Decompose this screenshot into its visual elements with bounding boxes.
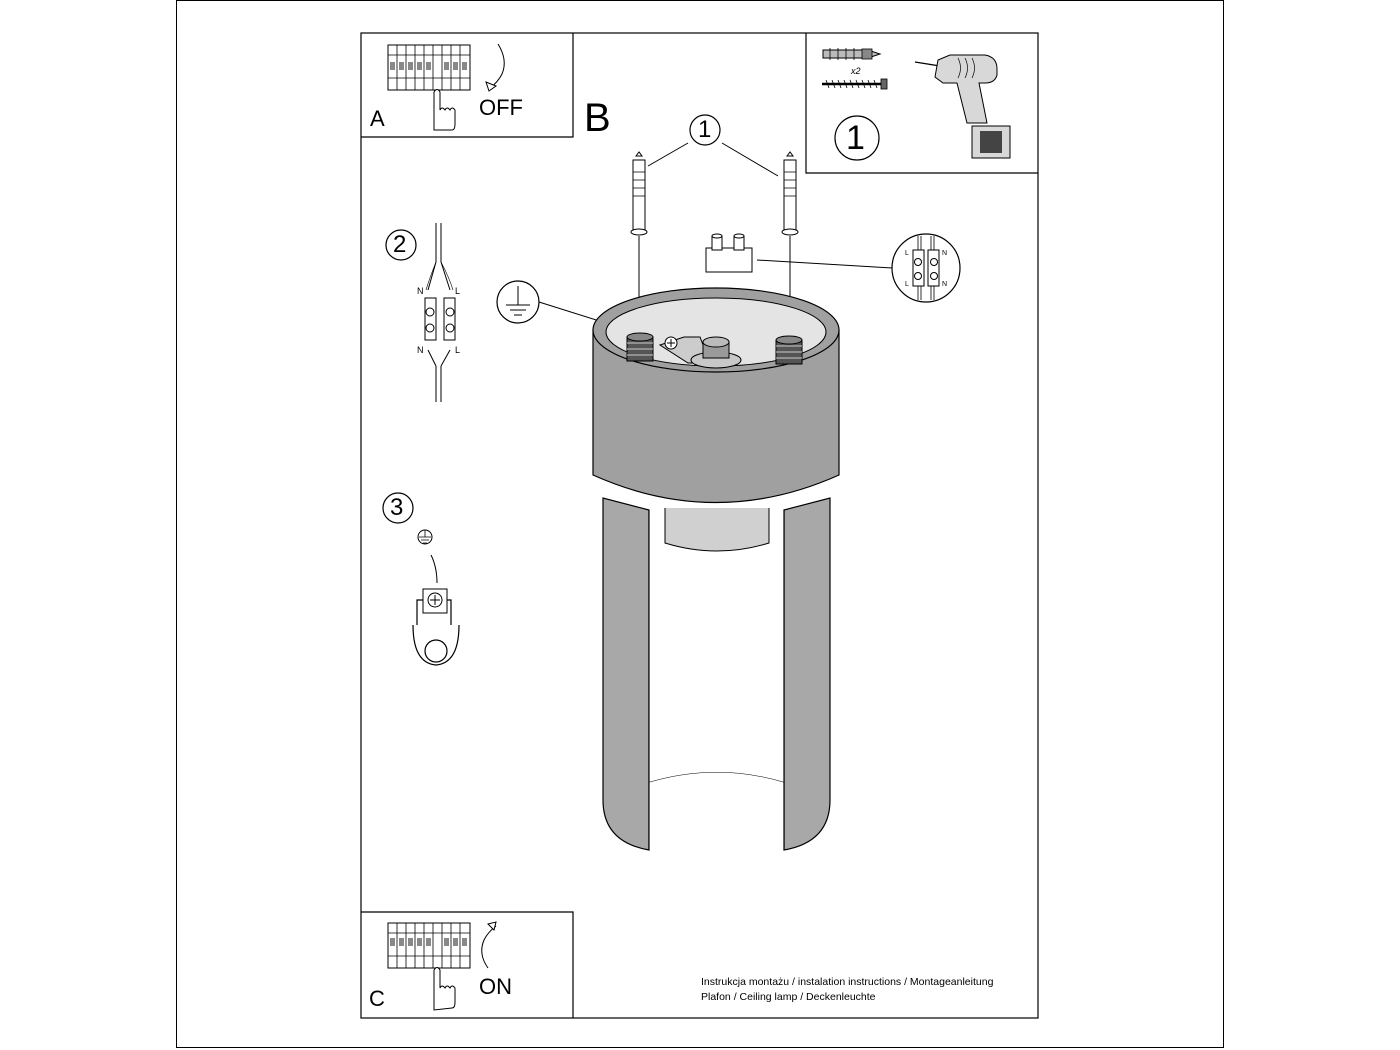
panel-a-action: OFF	[479, 95, 523, 120]
callout-lines	[647, 142, 779, 177]
wire-l-bottom: L	[455, 345, 461, 355]
earth-terminal-diagram	[412, 529, 460, 666]
panel-c-action: ON	[479, 974, 512, 999]
fixing-spring-right	[775, 335, 803, 365]
step-3-number: 3	[390, 494, 404, 521]
step-1-circle	[834, 115, 880, 161]
center-fixture	[658, 336, 742, 369]
panel-c-letter: C	[369, 986, 385, 1011]
hand-icon	[433, 967, 456, 1011]
arrow-down-icon	[489, 43, 505, 89]
wire-l-top: L	[455, 286, 461, 296]
drawing-frame	[360, 32, 1039, 1019]
callout-number: 1	[698, 116, 712, 143]
panel-c	[361, 911, 574, 1018]
terminal-block	[705, 233, 894, 273]
detail-l-top: L	[905, 250, 909, 257]
wall-plug-icon	[822, 48, 882, 60]
callout-number-circle	[689, 114, 721, 146]
ground-symbol-icon	[506, 286, 530, 316]
wiring-terminal-diagram	[424, 223, 456, 402]
step-3-circle	[382, 492, 414, 524]
detail-l-bottom: L	[905, 281, 909, 288]
step-1-number: 1	[846, 119, 865, 157]
arrow-up-icon	[481, 925, 497, 969]
footer-line-1: Instrukcja montażu / instalation instruc…	[701, 976, 994, 988]
ceiling-lamp-body	[592, 287, 840, 851]
breaker-panel-icon	[387, 44, 471, 91]
panel-a	[361, 33, 574, 138]
panel-b-letter: B	[584, 96, 611, 140]
fixing-spring-left	[626, 332, 654, 362]
step-2-circle	[385, 229, 417, 261]
wire-n-bottom: N	[417, 345, 424, 355]
panel-tools	[805, 33, 1038, 174]
screw-left	[630, 151, 648, 335]
drill-icon	[914, 54, 1011, 159]
panel-a-letter: A	[370, 106, 385, 131]
breaker-panel-icon	[387, 922, 471, 969]
terminal-detail-callout	[891, 233, 961, 303]
detail-n-bottom: N	[942, 281, 948, 288]
kit-quantity: x2	[851, 66, 861, 76]
detail-n-top: N	[942, 250, 948, 257]
screw-icon	[822, 78, 888, 90]
hand-icon	[433, 89, 456, 131]
step-2-number: 2	[393, 231, 407, 258]
wire-n-top: N	[417, 286, 424, 296]
footer-line-2: Plafon / Ceiling lamp / Deckenleuchte	[701, 991, 876, 1003]
instruction-sheet	[176, 0, 1224, 1048]
